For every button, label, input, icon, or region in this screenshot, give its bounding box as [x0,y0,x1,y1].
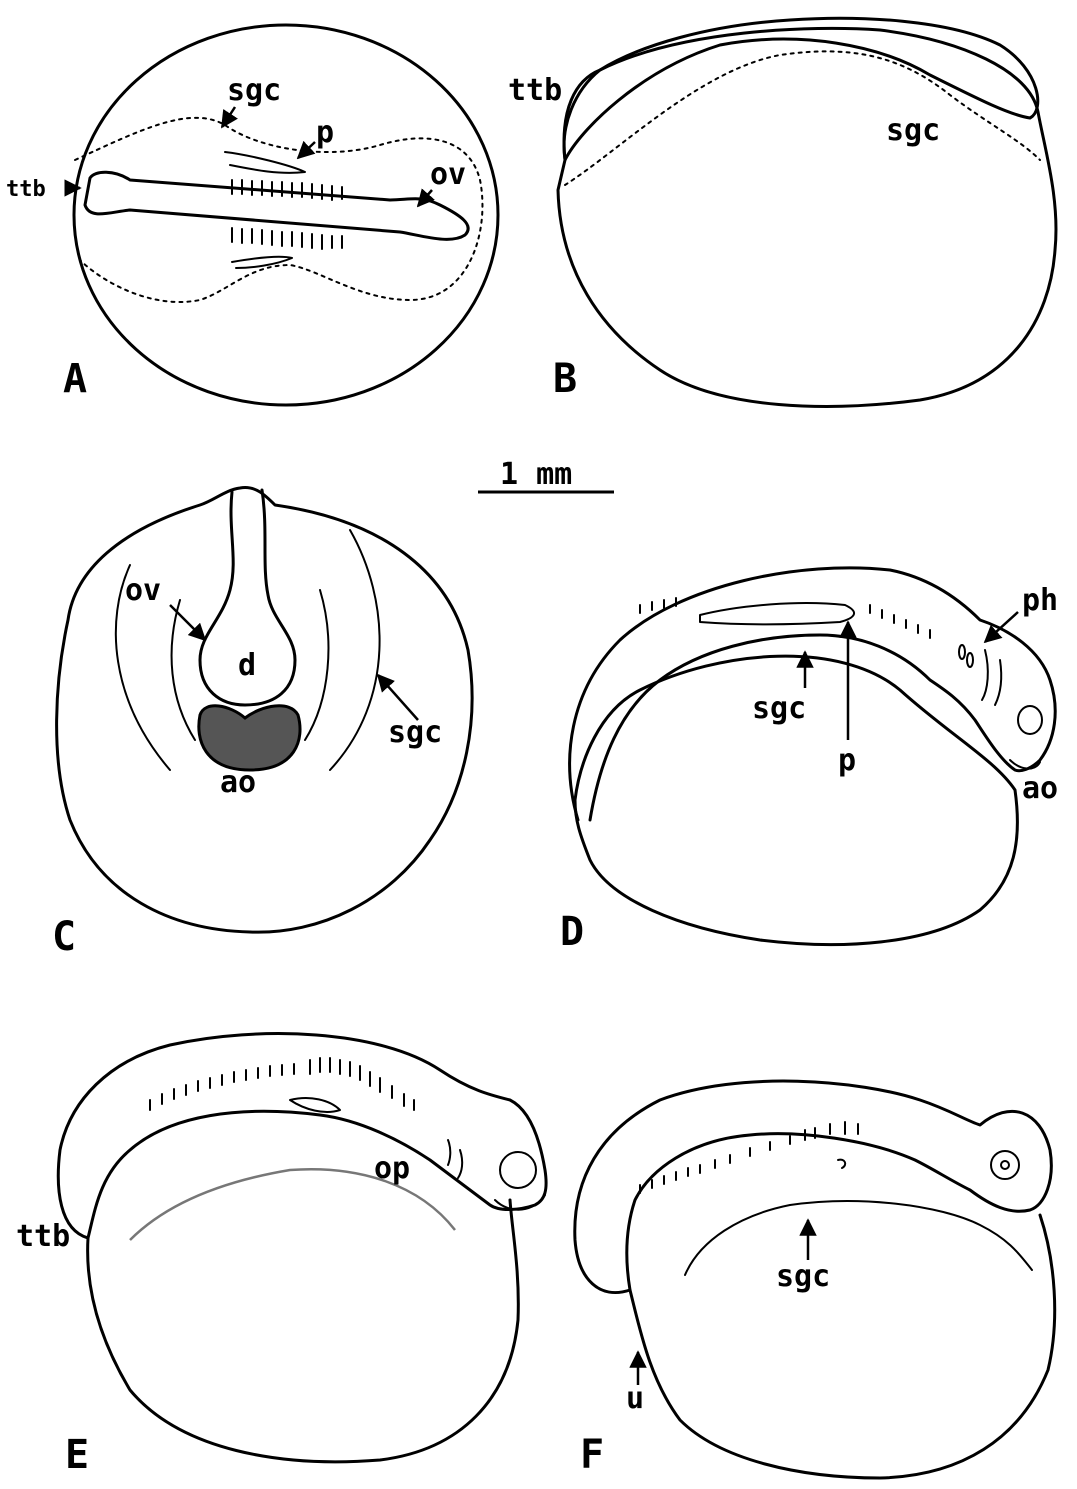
panel-c-label-d: d [238,648,256,683]
panel-a-placode-bottom [232,257,292,268]
panel-b-letter: B [553,356,577,402]
panel-e-letter: E [65,1432,89,1478]
panel-e-somites [150,1058,414,1110]
panel-b-label-sgc: sgc [886,113,940,148]
panel-e-embryo-body [58,1034,546,1238]
panel-e-placode [290,1098,340,1112]
panel-c-label-ao: ao [220,765,256,800]
panel-a-neural-plate [85,172,468,239]
panel-f-label-u: u [626,1381,644,1416]
panel-d-label-ao: ao [1022,771,1058,806]
panel-b: ttb sgc B [508,18,1056,406]
panel-a: sgc p ov ttb A [6,25,498,405]
panel-d-pharyngeal-arches [959,645,1001,705]
panel-b-tail-bud-cap [564,18,1038,160]
panel-d-label-p: p [838,743,856,778]
panel-e-eye [500,1152,536,1188]
scale-bar: 1 mm [478,457,614,492]
panel-d-label-ph: ph [1022,583,1058,618]
panel-a-somites-bottom [232,228,342,249]
panel-d-letter: D [560,909,584,955]
panel-e-label-op: op [374,1151,410,1186]
panel-f: sgc u F [575,1081,1055,1478]
panel-c-arrow-sgc [378,675,418,720]
panel-b-label-ttb: ttb [508,73,562,108]
panel-a-letter: A [63,356,87,402]
panel-a-label-p: p [316,115,334,150]
panel-c-label-ov: ov [125,573,161,608]
panel-a-egg-outline [74,25,498,405]
panel-a-label-ov: ov [430,157,466,192]
panel-b-sgc-dotted [565,51,1040,185]
panel-c: ov d sgc ao C [52,487,472,960]
panel-e-yolk-outline [88,1200,519,1462]
panel-c-sgc-left-inner [172,600,195,740]
panel-c-sgc-right-inner [305,590,328,740]
panel-d: ph sgc p ao D [560,568,1058,955]
panel-f-eye [991,1151,1019,1179]
panel-f-otic-vesicle [838,1160,845,1168]
panel-d-arrow-ph [985,612,1018,642]
panel-a-placode-top [225,152,305,173]
panel-d-placode [700,603,854,624]
panel-f-somites [640,1122,858,1193]
panel-e: op ttb E [16,1034,546,1478]
panel-f-yolk-outline [630,1215,1055,1478]
panel-b-egg-outline [558,28,1056,406]
panel-c-sgc-right-outer [330,530,380,770]
panel-f-sgc-line [685,1201,1032,1275]
panel-e-label-ttb: ttb [16,1219,70,1254]
scale-bar-label: 1 mm [500,457,572,492]
panel-a-label-sgc: sgc [227,73,281,108]
panel-a-label-ttb: ttb [6,177,46,202]
panel-f-letter: F [580,1432,604,1478]
panel-a-arrow-sgc [222,107,235,127]
panel-f-eye-pupil [1001,1161,1009,1169]
panel-d-embryo-body [570,568,1056,820]
panel-e-pharyngeal-arches [448,1140,462,1178]
panel-c-label-sgc: sgc [388,715,442,750]
panel-c-letter: C [52,914,76,960]
panel-c-anal-opening [199,706,300,770]
panel-d-label-sgc: sgc [752,691,806,726]
panel-f-label-sgc: sgc [776,1259,830,1294]
panel-d-eye [1018,706,1042,734]
